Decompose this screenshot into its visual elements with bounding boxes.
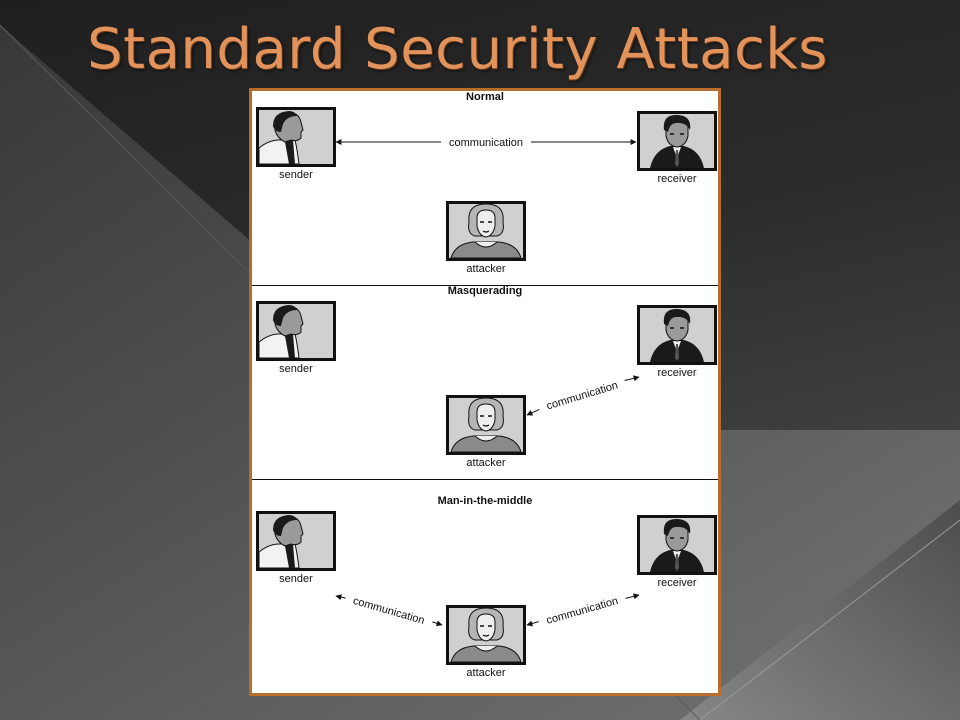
communication-arrow: [625, 593, 640, 600]
communication-arrow: [526, 409, 540, 416]
communication-arrow: [335, 594, 346, 601]
scene-divider: [252, 285, 718, 286]
man-profile-icon: [256, 107, 336, 167]
sender-label: sender: [279, 169, 313, 181]
man-front-icon: [637, 111, 717, 171]
receiver-label: receiver: [657, 173, 697, 185]
scene-title: Masquerading: [447, 285, 523, 297]
connector-layer: communication communication: [335, 593, 640, 627]
man-front-icon: [637, 515, 717, 575]
receiver-label: receiver: [657, 367, 697, 379]
diagram-panel: communication Normal sender receiver atta…: [249, 88, 721, 696]
communication-label: communication: [449, 137, 523, 149]
communication-arrow: [526, 620, 539, 627]
attacker-label: attacker: [466, 457, 506, 469]
communication-label: communication: [545, 379, 619, 412]
sender-label: sender: [279, 573, 313, 585]
connector-layer: communication: [335, 137, 637, 149]
scene-masquerading: communication Masquerading sender receive…: [252, 285, 718, 495]
communication-label: communication: [352, 595, 426, 627]
scene-man-in-the-middle: communication communication Man-in-the-mid…: [252, 495, 718, 693]
woman-front-icon: [446, 201, 526, 261]
communication-arrow: [432, 620, 443, 627]
man-front-icon: [637, 305, 717, 365]
scene-normal: communication Normal sender receiver atta…: [252, 91, 718, 301]
man-profile-icon: [256, 511, 336, 571]
connector-layer: communication: [526, 375, 640, 416]
sender-label: sender: [279, 363, 313, 375]
scene-title: Man-in-the-middle: [437, 495, 533, 507]
slide-title: Standard Security Attacks: [87, 17, 828, 82]
receiver-label: receiver: [657, 577, 697, 589]
attacker-label: attacker: [466, 667, 506, 679]
attacker-label: attacker: [466, 263, 506, 275]
woman-front-icon: [446, 395, 526, 455]
woman-front-icon: [446, 605, 526, 665]
man-profile-icon: [256, 301, 336, 361]
communication-label: communication: [545, 595, 619, 627]
scene-title: Normal: [466, 91, 504, 103]
communication-arrow: [624, 375, 640, 382]
scene-divider: [252, 479, 718, 480]
